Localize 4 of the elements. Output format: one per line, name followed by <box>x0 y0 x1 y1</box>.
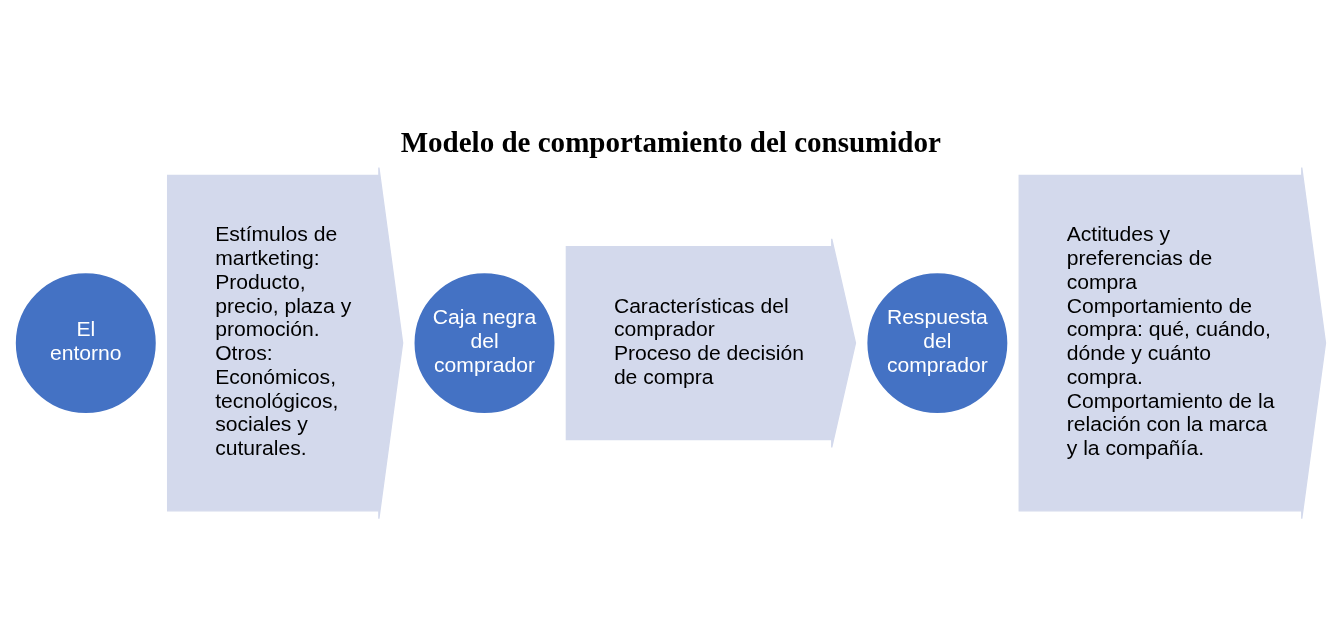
node-circle: Respuesta del comprador <box>864 270 1010 416</box>
diagram-title: Modelo de comportamiento del consumidor <box>400 125 941 158</box>
node-circle: Caja negra del comprador <box>411 270 558 416</box>
node-circle: El entorno <box>13 270 159 416</box>
